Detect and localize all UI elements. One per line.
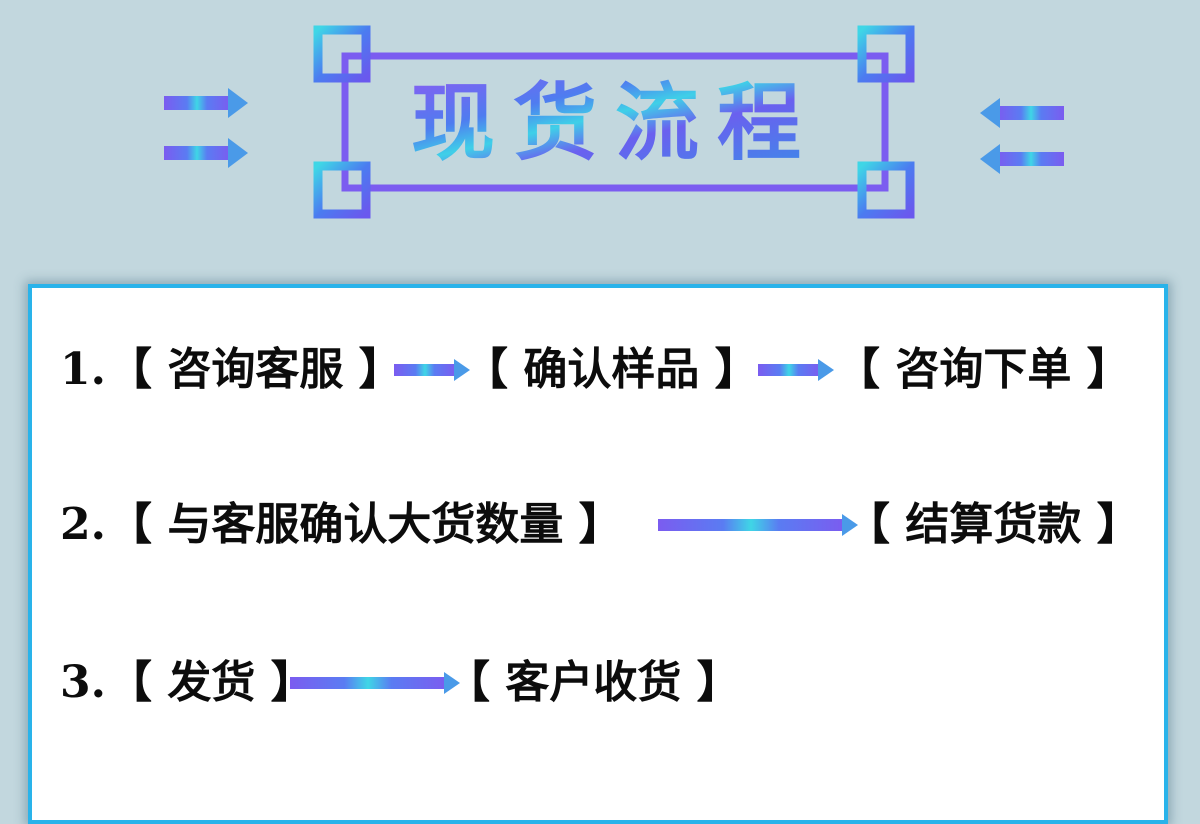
flow-arrow-icon (658, 514, 858, 536)
step-row-1: 1. 【 咨询客服 】 【 确认样品 】 【 咨询下单 】 (0, 335, 1200, 405)
step-item: 【 客户收货 】 (446, 657, 741, 708)
step-item: 【 咨询客服 】 (108, 344, 403, 395)
title-border (341, 52, 889, 192)
flow-arrow-icon (290, 672, 460, 694)
step-number: 3. (60, 657, 106, 708)
step-row-2: 2. 【 与客服确认大货数量 】 【 结算货款 】 (0, 490, 1200, 560)
title-frame: 现货流程 (164, 25, 1064, 219)
process-panel (28, 284, 1168, 824)
flow-arrow-icon (394, 359, 470, 381)
title-banner: 现货流程 (0, 0, 1200, 250)
step-item: 【 咨询下单 】 (836, 344, 1131, 395)
step-row-3: 3. 【 发货 】 【 客户收货 】 (0, 648, 1200, 718)
step-number: 1. (60, 344, 106, 395)
step-item: 【 结算货款 】 (846, 499, 1141, 550)
page-title: 现货流程 (411, 74, 819, 172)
right-arrows-icon (980, 98, 1064, 174)
step-item: 【 确认样品 】 (464, 344, 759, 395)
step-item: 【 发货 】 (108, 657, 315, 708)
step-number: 2. (60, 499, 106, 550)
left-arrows-icon (164, 88, 248, 168)
step-item: 【 与客服确认大货数量 】 (108, 499, 623, 550)
flow-arrow-icon (758, 359, 834, 381)
frame-corners (313, 25, 915, 219)
